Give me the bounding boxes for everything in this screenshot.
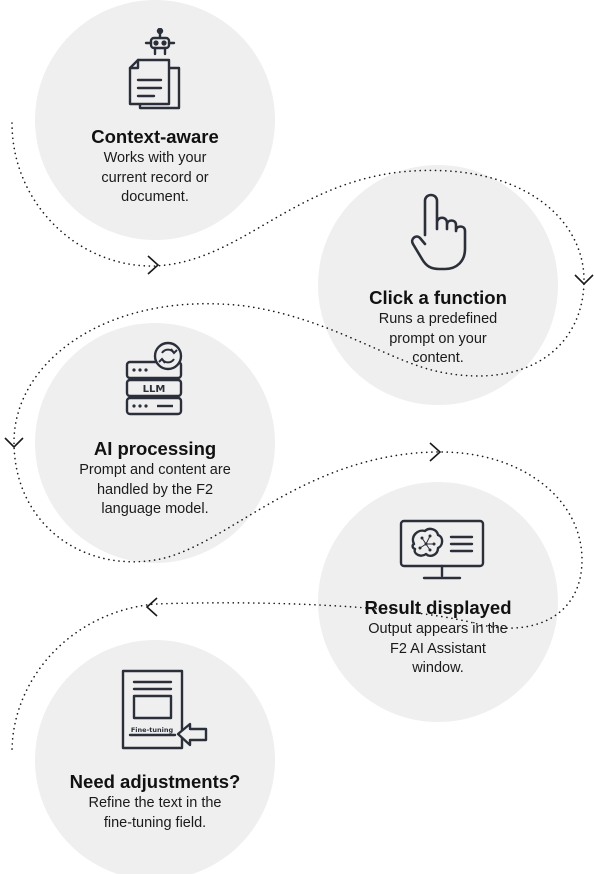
- step-click-a-function: Click a function Runs a predefined promp…: [338, 287, 538, 369]
- chevron-down-icon: [4, 437, 24, 449]
- step-title: Context-aware: [91, 126, 219, 147]
- llm-label: LLM: [143, 384, 166, 395]
- chevron-right-icon: [429, 442, 442, 462]
- step-circle-3: [35, 323, 275, 563]
- step-circle-2: [318, 165, 558, 405]
- step-title: Need adjustments?: [69, 771, 241, 792]
- step-circle-1: [35, 0, 275, 240]
- chevron-down-icon: [574, 274, 594, 286]
- step-title: Click a function: [369, 287, 507, 308]
- fine-tuning-document-icon: Fine-tuning: [121, 669, 208, 750]
- step-description: Runs a predefined prompt on your content…: [378, 311, 498, 366]
- step-ai-processing: AI processing Prompt and content are han…: [55, 438, 255, 520]
- chevron-left-icon: [145, 597, 158, 617]
- step-result-displayed: Result displayed Output appears in the F…: [338, 597, 538, 679]
- step-description: Output appears in the F2 AI Assistant wi…: [368, 621, 508, 676]
- chevron-right-icon: [147, 255, 160, 275]
- brain-monitor-icon: [399, 519, 485, 580]
- step-need-adjustments: Need adjustments? Refine the text in the…: [45, 771, 265, 833]
- step-title: AI processing: [93, 438, 217, 459]
- fine-tuning-label: Fine-tuning: [131, 726, 174, 734]
- step-description: Prompt and content are handled by the F2…: [79, 462, 231, 517]
- step-description: Refine the text in the fine-tuning field…: [88, 795, 222, 831]
- step-context-aware: Context-aware Works with your current re…: [55, 126, 255, 208]
- llm-server-icon: LLM: [125, 341, 183, 416]
- step-description: Works with your current record or docume…: [101, 150, 209, 205]
- robot-document-icon: [128, 28, 181, 110]
- step-circle-5: [35, 640, 275, 874]
- connector-path: [11, 122, 585, 753]
- hand-pointer-icon: [410, 193, 467, 271]
- step-title: Result displayed: [364, 597, 512, 618]
- step-circle-4: [318, 482, 558, 722]
